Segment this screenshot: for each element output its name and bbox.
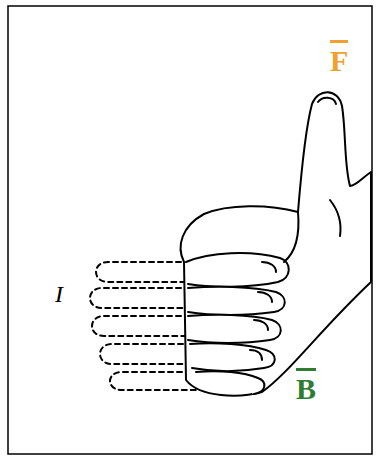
current-label: I <box>55 282 63 306</box>
force-label: F <box>330 40 348 76</box>
frame <box>8 6 372 454</box>
field-label: B <box>296 368 316 404</box>
hand <box>181 92 371 395</box>
